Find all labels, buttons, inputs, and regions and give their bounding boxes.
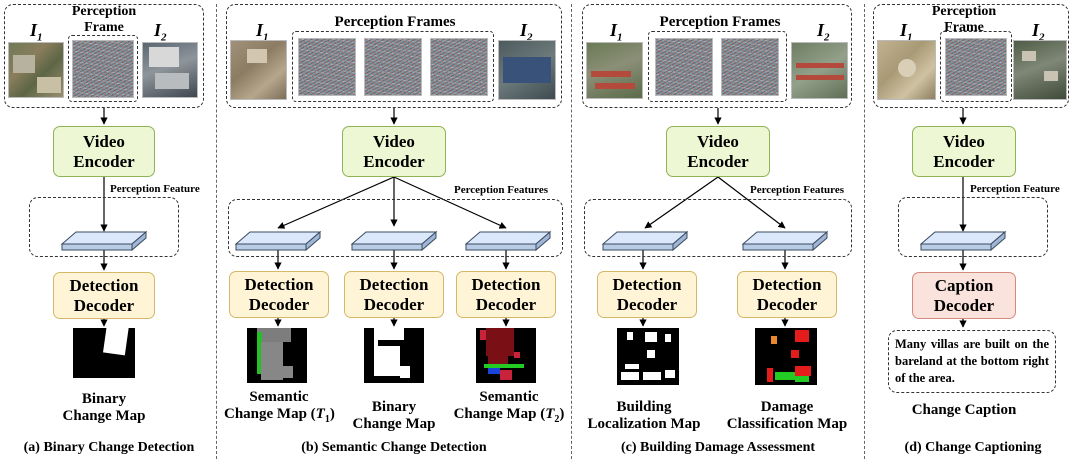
binary-change-map-a	[73, 328, 135, 378]
noise-frame-b1	[298, 38, 356, 96]
binary-change-map-b	[364, 328, 424, 383]
video-encoder-a: Video Encoder	[53, 126, 155, 177]
feature-plane-c2	[741, 230, 829, 252]
detection-decoder-b1: Detection Decoder	[229, 271, 329, 318]
panel-caption-b: (b) Semantic Change Detection	[301, 440, 487, 455]
image-label-i2-d: I2	[1032, 20, 1045, 44]
perception-features-label-b: Perception Features	[454, 184, 548, 196]
detection-decoder-c1: Detection Decoder	[597, 271, 697, 318]
detection-decoder-c2: Detection Decoder	[737, 271, 837, 318]
damage-classification-map-label: Damage Classification Map	[726, 399, 848, 433]
feature-plane-b3	[464, 230, 552, 252]
binary-change-map-label-a: Binary Change Map	[62, 391, 146, 425]
semantic-change-map-t1	[247, 328, 307, 383]
satellite-image-i2-a	[142, 42, 198, 98]
satellite-image-i1-d	[877, 40, 936, 100]
feature-box-d	[898, 197, 1048, 257]
noise-frame-d	[945, 38, 1007, 96]
perception-frames-dashed-c	[648, 31, 787, 102]
panel-caption-d: (d) Change Captioning	[904, 440, 1042, 455]
noise-frame-b3	[430, 38, 488, 96]
feature-plane-b1	[234, 230, 322, 252]
perception-frames-dashed-b	[292, 31, 494, 102]
caption-decoder-d: Caption Decoder	[912, 272, 1016, 319]
perception-frames-label-b: Perception Frames	[334, 14, 456, 30]
feature-box-a	[29, 197, 179, 257]
satellite-image-i1-b	[230, 40, 287, 100]
feature-box-c	[584, 199, 852, 257]
caption-text: Many villas are built on the bareland at…	[895, 337, 1049, 385]
satellite-image-i1-a	[8, 42, 64, 98]
image-label-i1-d: I1	[900, 20, 913, 44]
video-encoder-b: Video Encoder	[342, 126, 446, 177]
panel-caption-c: (c) Building Damage Assessment	[620, 440, 816, 455]
satellite-image-i2-b	[498, 40, 556, 100]
feature-plane-d	[919, 230, 1007, 252]
image-label-i1-b: I1	[256, 20, 269, 44]
perception-frame-label-a: Perception Frame	[71, 4, 137, 36]
separator-b-c	[571, 4, 572, 459]
feature-plane-c1	[601, 230, 689, 252]
image-label-i1-c: I1	[610, 20, 623, 44]
perception-frame-dashed-a	[68, 35, 138, 102]
detection-decoder-b2: Detection Decoder	[344, 271, 444, 318]
video-encoder-d: Video Encoder	[912, 126, 1016, 177]
satellite-image-i2-d	[1013, 40, 1067, 100]
perception-feature-label-d: Perception Feature	[970, 183, 1060, 195]
image-label-i2-b: I2	[520, 20, 533, 44]
separator-c-d	[864, 4, 865, 459]
noise-frame-c2	[721, 38, 779, 96]
perception-frames-label-c: Perception Frames	[659, 14, 781, 30]
binary-change-map-label-b: Binary Change Map	[352, 399, 436, 433]
satellite-image-i1-c	[586, 42, 643, 99]
panel-caption-a: (a) Binary Change Detection	[23, 440, 195, 455]
damage-classification-map	[755, 328, 817, 385]
perception-feature-label-a: Perception Feature	[110, 183, 200, 195]
perception-frame-box-b	[226, 4, 562, 108]
image-label-i1-a: I1	[30, 20, 43, 44]
feature-plane-b2	[350, 230, 438, 252]
video-encoder-c: Video Encoder	[666, 126, 770, 177]
separator-a-b	[216, 4, 217, 459]
detection-decoder-a: Detection Decoder	[53, 272, 155, 319]
image-label-i2-a: I2	[154, 20, 167, 44]
noise-frame-a	[72, 40, 134, 98]
satellite-image-i2-c	[791, 42, 848, 99]
noise-frame-b2	[364, 38, 422, 96]
semantic-change-map-t1-label: Semantic Change Map (T1)	[224, 389, 335, 426]
building-localization-map-label: Building Localization Map	[587, 399, 701, 433]
detection-decoder-b3: Detection Decoder	[456, 271, 556, 318]
semantic-change-map-t2-label: Semantic Change Map (T2)	[453, 389, 565, 426]
caption-text-box	[888, 330, 1056, 393]
perception-frame-dashed-d	[940, 31, 1012, 102]
perception-frame-box-d	[873, 4, 1069, 108]
perception-frame-box-c	[582, 4, 852, 108]
image-label-i2-c: I2	[817, 20, 830, 44]
feature-plane-a	[60, 230, 148, 252]
change-caption-label: Change Caption	[911, 402, 1017, 418]
semantic-change-map-t2	[476, 328, 536, 383]
noise-frame-c1	[655, 38, 713, 96]
perception-frame-box-a	[4, 4, 204, 108]
perception-features-label-c: Perception Features	[750, 184, 844, 196]
feature-box-b	[228, 199, 563, 257]
building-localization-map	[617, 328, 679, 385]
